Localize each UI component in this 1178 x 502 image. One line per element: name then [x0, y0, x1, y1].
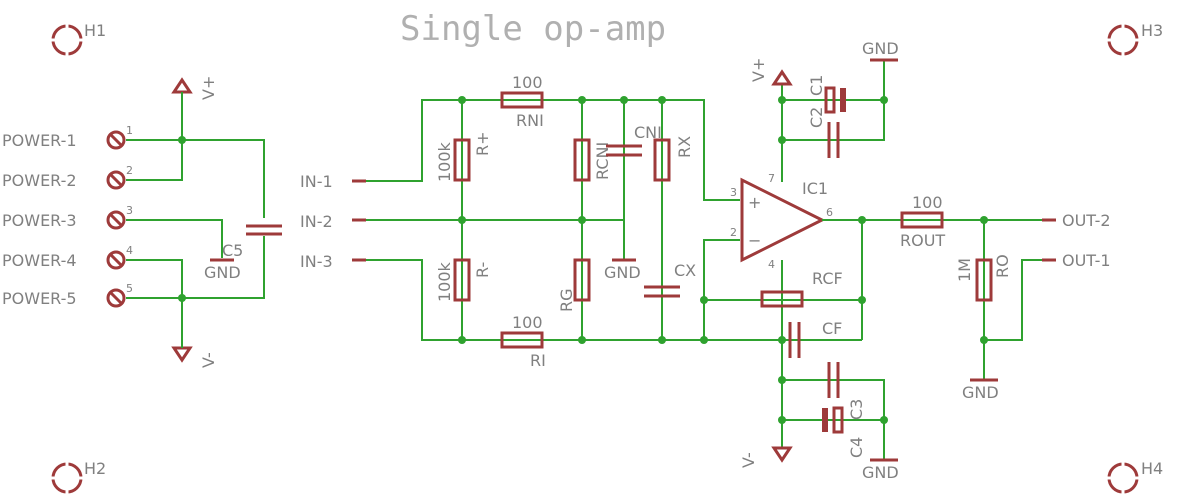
- vminus-arrow-opamp: [771, 446, 793, 463]
- power-4-pin: 4: [126, 244, 133, 257]
- input-network: IN-1 IN-2 IN-3 100 RNI 100k R+: [300, 73, 862, 370]
- in-2-label: IN-2: [300, 212, 333, 231]
- mounting-hole-h4: H4: [1101, 456, 1163, 500]
- cni-label: CNI: [634, 123, 662, 142]
- rminus-name: R-: [473, 262, 492, 278]
- mounting-hole-h2: H2: [45, 456, 106, 500]
- gnd-label-top: GND: [862, 39, 899, 58]
- vplus-arrow-opamp: [771, 69, 793, 86]
- pin-7: 7: [768, 172, 775, 185]
- power-5-pin: 5: [126, 282, 133, 295]
- opamp-minus: −: [748, 231, 761, 250]
- ic1-label: IC1: [802, 179, 828, 198]
- rcni-label: RCNI: [593, 142, 612, 180]
- ro-value: 1M: [955, 258, 974, 282]
- power-pin-5: POWER-5 5: [2, 282, 133, 308]
- gnd-label-ro: GND: [962, 383, 999, 402]
- gnd-label-cni: GND: [604, 263, 641, 282]
- power-3-pin: 3: [126, 204, 133, 217]
- schematic-title: Single op-amp: [400, 9, 666, 49]
- vplus-label-left: V+: [199, 76, 218, 100]
- rg-label: RG: [557, 288, 576, 312]
- in-1-label: IN-1: [300, 172, 333, 191]
- mounting-hole-h3: H3: [1101, 18, 1163, 62]
- c5-label: C5: [222, 241, 243, 260]
- power-pin-1: POWER-1 1: [2, 124, 133, 150]
- in-3-label: IN-3: [300, 252, 333, 271]
- rni-value: 100: [512, 73, 543, 92]
- c3-label: C3: [847, 399, 866, 420]
- ri-value: 100: [512, 313, 543, 332]
- opamp-plus: +: [748, 193, 761, 212]
- power-1-label: POWER-1: [2, 131, 77, 150]
- rout-value: 100: [912, 193, 943, 212]
- decoupling-top: GND C1 C2: [778, 39, 899, 158]
- gnd-label-bottom: GND: [862, 463, 899, 482]
- rplus-name: R+: [473, 131, 492, 156]
- power-2-pin: 2: [126, 164, 133, 177]
- power-5-label: POWER-5: [2, 289, 77, 308]
- power-pin-3: POWER-3 3: [2, 204, 133, 230]
- cx-label: CX: [674, 261, 696, 280]
- mounting-hole-h1: H1: [45, 18, 106, 62]
- rcf-label: RCF: [812, 269, 843, 288]
- gnd-label-power: GND: [204, 263, 241, 282]
- vminus-arrow-left: [171, 346, 193, 363]
- rx-label: RX: [675, 136, 694, 158]
- ri-name: RI: [530, 351, 546, 370]
- rni-name: RNI: [516, 111, 544, 130]
- out-1-label: OUT-1: [1062, 251, 1111, 270]
- power-1-pin: 1: [126, 124, 133, 137]
- out-2-label: OUT-2: [1062, 211, 1111, 230]
- c4-label: C4: [847, 437, 866, 458]
- cf-label: CF: [822, 319, 842, 338]
- rminus-value: 100k: [435, 261, 454, 302]
- hole-label-h3: H3: [1141, 21, 1163, 40]
- power-connector: V+ V- C5 GND POWER-1 1 POWER-2 2 P: [2, 76, 282, 368]
- vplus-arrow-left: [171, 77, 193, 94]
- power-pin-4: POWER-4 4: [2, 244, 133, 270]
- pin-3: 3: [730, 186, 737, 199]
- pin-4: 4: [768, 258, 775, 271]
- power-pin-2: POWER-2 2: [2, 164, 133, 190]
- rplus-value: 100k: [435, 141, 454, 182]
- c2-label: C2: [807, 107, 826, 128]
- vminus-label-left: V-: [199, 352, 218, 368]
- vplus-label-opamp: V+: [749, 58, 768, 82]
- pin-6: 6: [826, 206, 833, 219]
- decoupling-bottom: GND C3 C4: [778, 362, 899, 482]
- vminus-label-opamp: V-: [739, 452, 758, 468]
- power-3-label: POWER-3: [2, 211, 77, 230]
- power-4-label: POWER-4: [2, 251, 77, 270]
- c1-label: C1: [807, 75, 826, 96]
- hole-label-h1: H1: [84, 21, 106, 40]
- hole-label-h2: H2: [84, 459, 106, 478]
- feedback-output: RCF CF 100 ROUT 1M RO GND OUT-2 OUT-1: [704, 193, 1111, 402]
- hole-label-h4: H4: [1141, 459, 1163, 478]
- power-2-label: POWER-2: [2, 171, 77, 190]
- rout-name: ROUT: [900, 231, 945, 250]
- pin-2: 2: [730, 226, 737, 239]
- ro-name: RO: [993, 254, 1012, 278]
